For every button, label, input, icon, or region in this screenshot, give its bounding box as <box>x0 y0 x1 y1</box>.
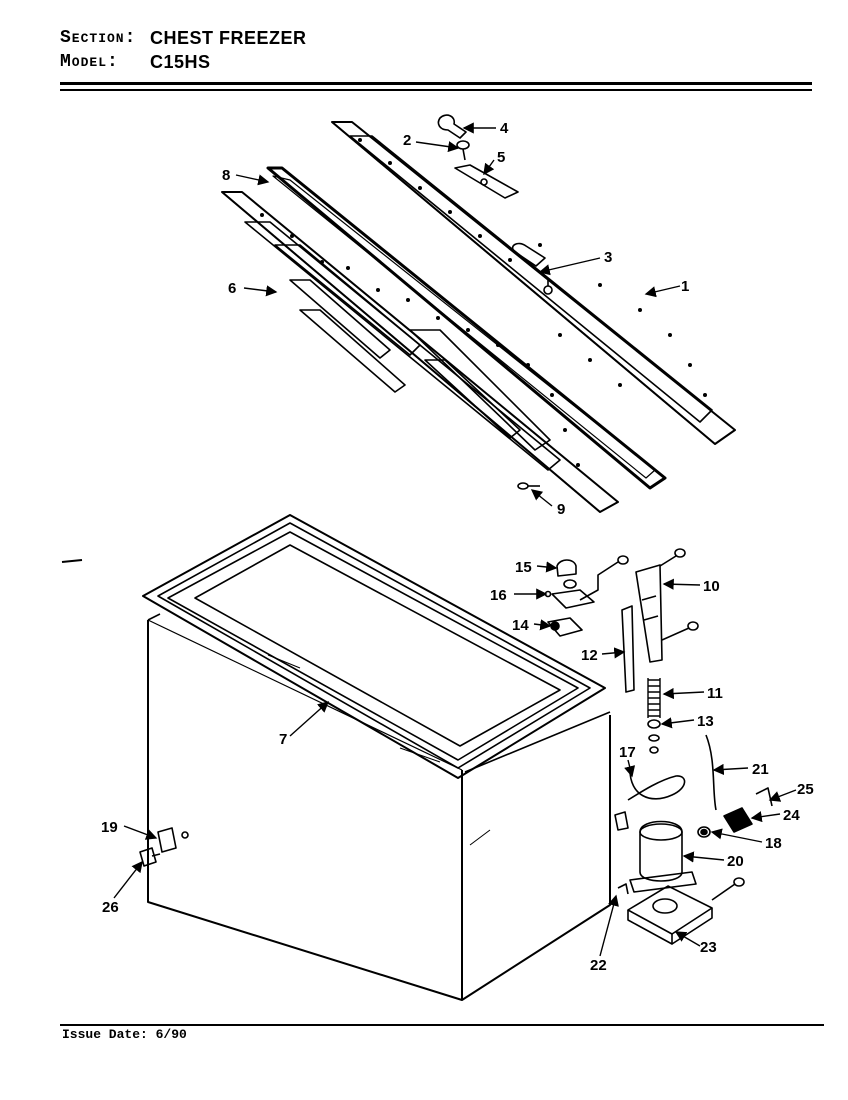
leader-25 <box>768 789 797 802</box>
callout-21: 21 <box>752 761 769 778</box>
leader-26 <box>113 860 143 899</box>
leader-17 <box>624 759 636 778</box>
callout-7: 7 <box>279 731 287 748</box>
hinge-linkage <box>579 561 619 601</box>
leader-8 <box>235 174 270 186</box>
leader-2 <box>415 141 460 153</box>
terminal-cover <box>697 826 711 838</box>
edge-mark <box>61 559 83 563</box>
callout-23: 23 <box>700 939 717 956</box>
hinge-cover <box>556 559 577 589</box>
callout-5: 5 <box>497 149 505 166</box>
inner-lid-liner <box>221 191 619 513</box>
leader-9 <box>530 489 553 507</box>
callout-25: 25 <box>797 781 814 798</box>
callout-19: 19 <box>101 819 118 836</box>
callout-12: 12 <box>581 647 598 664</box>
leader-22 <box>599 894 619 957</box>
hinge-bracket <box>544 589 595 609</box>
model-label: Model: <box>60 52 119 72</box>
leader-15 <box>536 561 558 573</box>
capillary-tube <box>705 734 717 811</box>
leader-18 <box>710 828 763 843</box>
compressor-base-plate <box>627 877 745 945</box>
wire-harness <box>614 769 686 831</box>
hinge-block <box>547 617 583 637</box>
leader-14 <box>533 619 552 631</box>
callout-18: 18 <box>765 835 782 852</box>
leader-3 <box>538 257 601 276</box>
callout-10: 10 <box>703 578 720 595</box>
lid-lock-key <box>437 114 467 139</box>
callout-6: 6 <box>228 280 236 297</box>
footer-rule <box>60 1024 824 1026</box>
callout-14: 14 <box>512 617 529 634</box>
lid-latch-plate <box>454 164 519 199</box>
callout-20: 20 <box>727 853 744 870</box>
relay-overload <box>723 787 773 833</box>
leader-6 <box>243 285 278 297</box>
lid-gasket <box>266 166 667 490</box>
leader-5 <box>483 159 495 176</box>
grommet <box>617 883 629 895</box>
callout-2: 2 <box>403 132 411 149</box>
leader-23 <box>674 931 701 947</box>
callout-17: 17 <box>619 744 636 761</box>
outer-lid-panel <box>331 121 736 445</box>
callout-3: 3 <box>604 249 612 266</box>
callout-16: 16 <box>490 587 507 604</box>
callout-1: 1 <box>681 278 689 295</box>
section-label: Section: <box>60 28 137 48</box>
callout-22: 22 <box>590 957 607 974</box>
callout-9: 9 <box>557 501 565 518</box>
spring-retainer <box>647 719 661 754</box>
callout-15: 15 <box>515 559 532 576</box>
model-value: C15HS <box>150 52 211 72</box>
leader-10 <box>662 578 701 590</box>
hinge-rod <box>621 605 635 693</box>
cabinet-breaker-strip <box>142 514 606 779</box>
leader-11 <box>662 687 705 700</box>
callout-4: 4 <box>500 120 509 137</box>
drain-plug-bracket <box>157 827 177 853</box>
lid-screw <box>517 482 540 490</box>
compressor <box>629 820 697 893</box>
header-rule-thick <box>60 82 812 85</box>
cabinet-body <box>147 613 611 1001</box>
issue-date: Issue Date: 6/90 <box>62 1027 187 1042</box>
leader-1 <box>644 285 681 298</box>
callout-26: 26 <box>102 899 119 916</box>
lid-hinge-clip <box>511 242 553 295</box>
hinge-spring <box>647 678 661 718</box>
callout-8: 8 <box>222 167 230 184</box>
leader-21 <box>712 763 749 776</box>
leader-7 <box>289 701 330 737</box>
drain-plug <box>139 847 161 867</box>
lid-screw-small <box>456 140 470 161</box>
callout-11: 11 <box>707 685 723 702</box>
model-row: Model: C15HS <box>60 50 307 74</box>
hinge-arm <box>635 548 699 663</box>
leader-19 <box>123 825 158 840</box>
leader-13 <box>660 717 695 729</box>
callout-13: 13 <box>697 713 714 730</box>
callout-24: 24 <box>783 807 800 824</box>
leader-20 <box>682 851 725 863</box>
hinge-screw-top <box>617 555 629 565</box>
header-rule-thin <box>60 89 812 91</box>
header: Section: CHEST FREEZER Model: C15HS <box>60 26 307 74</box>
section-row: Section: CHEST FREEZER <box>60 26 307 50</box>
section-value: CHEST FREEZER <box>150 28 307 48</box>
leader-24 <box>750 811 781 823</box>
leader-12 <box>601 647 626 659</box>
